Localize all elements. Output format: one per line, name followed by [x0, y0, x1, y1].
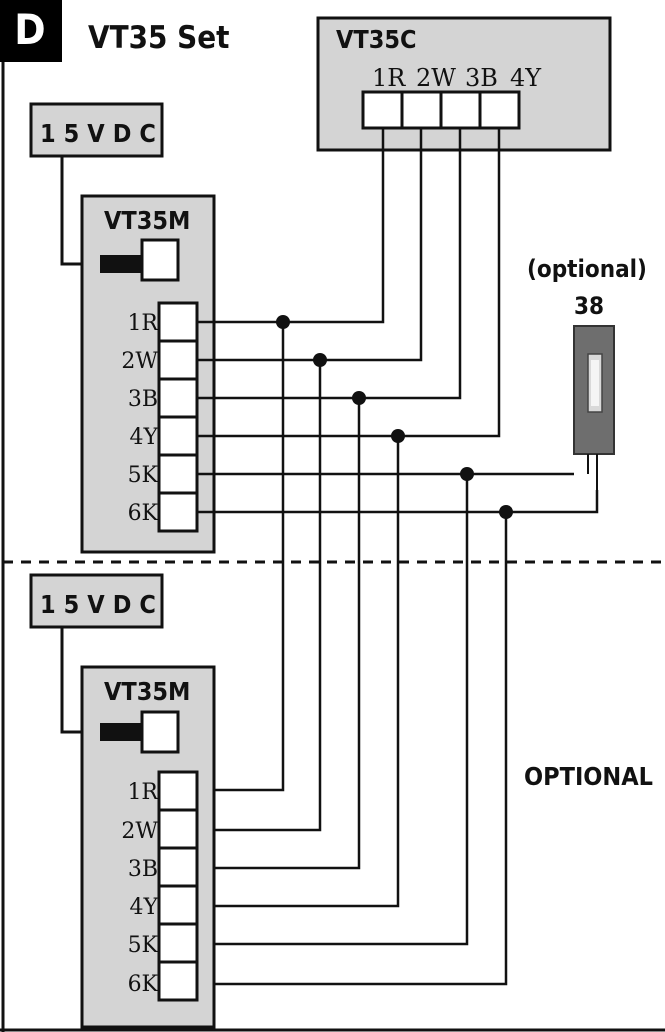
controller-terminal-block	[361, 90, 404, 130]
monitor-top-terminal-block	[157, 377, 199, 419]
controller-terminal-label: 2W	[416, 64, 456, 92]
power-supply-label: 15VDC	[40, 119, 164, 148]
junction-dot	[391, 429, 405, 443]
monitor-bottom-terminal-label: 1R	[127, 780, 159, 805]
monitor-top-terminal-label: 1R	[127, 311, 159, 336]
power-plug-top	[100, 255, 142, 273]
monitor-top-terminal-block	[157, 491, 199, 533]
junction-dot	[460, 467, 474, 481]
wire-6k-top	[197, 490, 599, 514]
controller-terminal-label: 3B	[465, 64, 498, 92]
diagram-title: VT35 Set	[88, 20, 229, 56]
monitor-bottom-terminal-block	[157, 884, 199, 926]
controller-name: VT35C	[336, 25, 417, 54]
monitor-bottom-terminal-label: 5K	[128, 933, 159, 958]
wire-4y-top	[197, 128, 501, 438]
lock-optional-label: (optional)	[527, 255, 647, 283]
power-jack-top	[140, 238, 180, 282]
power-supply-bottom	[29, 573, 164, 629]
junction-dot	[499, 505, 513, 519]
panel-letter: D	[14, 5, 45, 54]
power-supply-top	[29, 102, 164, 158]
bus-6k	[197, 512, 508, 986]
monitor-top-terminal-block	[157, 453, 199, 495]
monitor-bottom-terminal-block	[157, 808, 199, 850]
controller-terminal-label: 4Y	[510, 64, 542, 92]
bus-1r	[197, 322, 285, 792]
bus-2w	[197, 360, 322, 832]
junction-dot	[313, 353, 327, 367]
monitor-bottom-terminal-block	[157, 770, 199, 812]
monitor-top-terminal-label: 4Y	[129, 425, 158, 450]
junction-dot	[352, 391, 366, 405]
power-plug-bottom	[100, 723, 142, 741]
monitor-bottom-terminal-label: 6K	[128, 972, 159, 997]
junction-dot	[276, 315, 290, 329]
lock-model-label: 38	[574, 292, 604, 320]
power-jack-bottom	[140, 710, 180, 754]
monitor-bottom-terminal-block	[157, 846, 199, 888]
monitor-top-terminal-label: 2W	[121, 349, 158, 374]
monitor-top-terminal-label: 3B	[128, 387, 158, 412]
monitor-bottom-terminal-label: 3B	[128, 857, 158, 882]
wire-2w-top	[197, 128, 423, 362]
monitor-bottom-terminal-label: 4Y	[129, 895, 158, 920]
monitor-name-top: VT35M	[104, 206, 190, 235]
controller-terminal-label: 1R	[372, 64, 406, 92]
bus-5k	[197, 474, 469, 946]
monitor-bottom-terminal-block	[157, 922, 199, 964]
bus-3b	[197, 398, 361, 870]
controller-terminal-block	[400, 90, 443, 130]
bus-4y	[197, 436, 400, 908]
wire-3b-top	[197, 128, 462, 400]
optional-section-label: OPTIONAL	[524, 762, 653, 791]
monitor-bottom-terminal-label: 2W	[121, 819, 158, 844]
panel-letter-block	[0, 0, 62, 62]
door-strike-icon	[573, 325, 615, 490]
monitor-top-terminal-block	[157, 339, 199, 381]
monitor-top-terminal-block	[157, 415, 199, 457]
monitor-bottom-terminal-block	[157, 960, 199, 1002]
controller-terminal-block	[478, 90, 521, 130]
monitor-top-terminal-label: 5K	[128, 463, 159, 488]
monitor-top-terminal-label: 6K	[128, 501, 159, 526]
monitor-top-terminal-block	[157, 301, 199, 343]
wire-1r-top	[197, 128, 385, 324]
power-supply-label: 15VDC	[40, 590, 164, 619]
monitor-name-bottom: VT35M	[104, 677, 190, 706]
controller-terminal-block	[439, 90, 482, 130]
